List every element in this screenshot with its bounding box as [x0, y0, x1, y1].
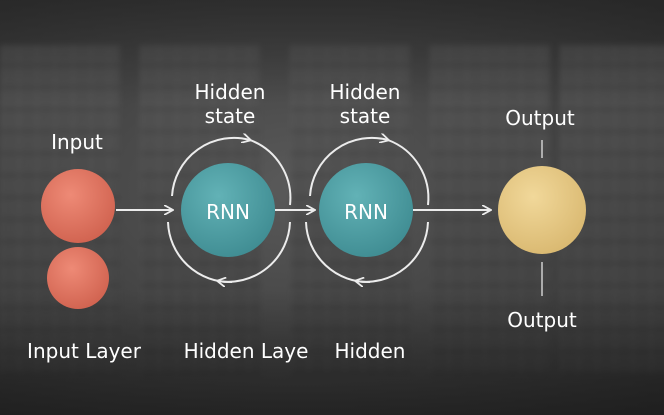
rnn-2-label: RNN	[344, 200, 388, 224]
rnn-1-label: RNN	[206, 200, 250, 224]
output-node	[498, 166, 586, 254]
input-node-2	[47, 247, 109, 309]
rnn-node-2	[319, 163, 413, 257]
output-label-top: Output	[505, 106, 575, 130]
input-layer-label: Input Layer	[27, 339, 141, 363]
input-node-1	[41, 169, 115, 243]
loop-arrow-rnn2-bottom	[356, 221, 429, 282]
hidden-state-label-2: Hidden state	[329, 80, 401, 128]
hidden-label: Hidden	[334, 339, 406, 363]
input-label: Input	[51, 130, 103, 154]
output-label-bottom: Output	[507, 308, 577, 332]
loop-arc-rnn1-top	[249, 139, 292, 206]
loop-arrow-rnn1-bottom	[218, 221, 291, 282]
hidden-state-label-1: Hidden state	[194, 80, 266, 128]
hidden-layer-label: Hidden Laye	[183, 339, 309, 363]
loop-arrow-rnn2-top	[309, 138, 388, 197]
loop-arc-rnn2-top	[387, 139, 430, 206]
rnn-node-1	[181, 163, 275, 257]
loop-arrow-rnn1-top	[171, 138, 250, 197]
